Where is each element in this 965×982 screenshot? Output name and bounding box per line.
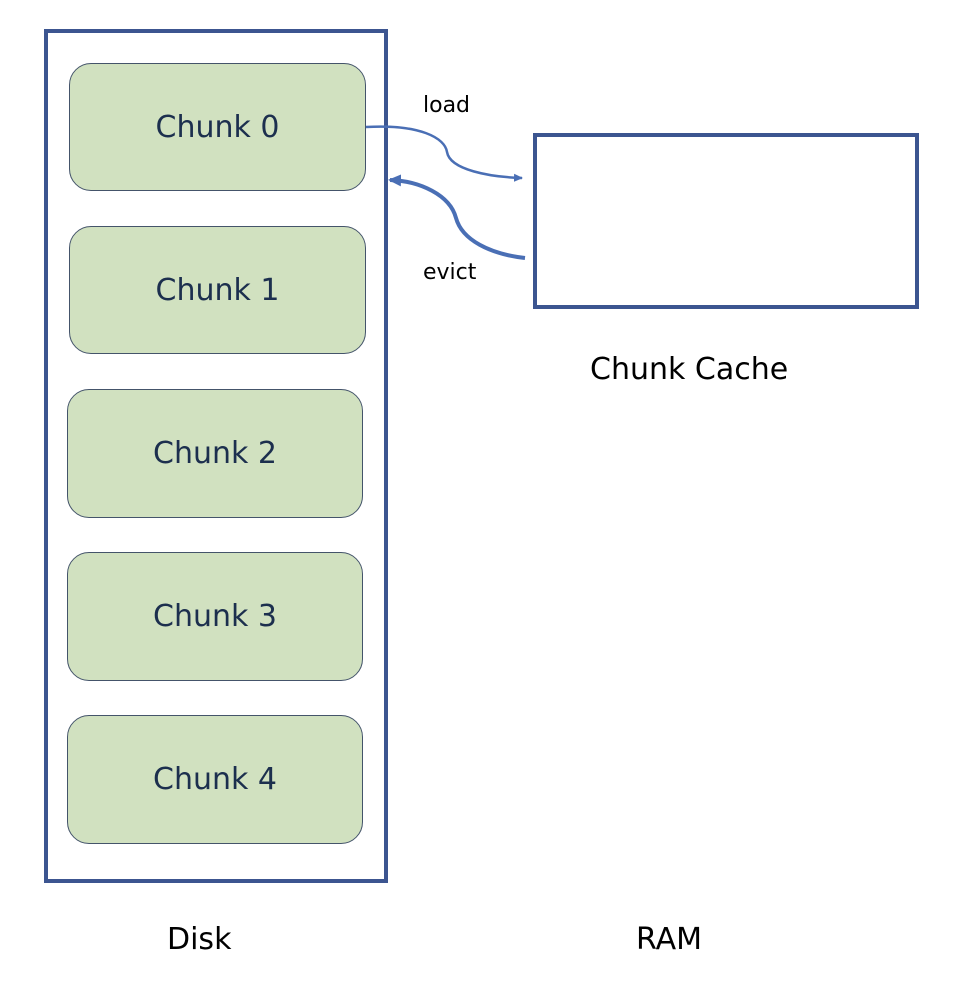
chunk-3-label: Chunk 3 (153, 599, 277, 634)
chunk-cache-box (533, 133, 919, 309)
chunk-0: Chunk 0 (69, 63, 366, 191)
chunk-1-label: Chunk 1 (155, 272, 280, 308)
chunk-1: Chunk 1 (69, 226, 366, 354)
chunk-2-label: Chunk 2 (153, 436, 277, 471)
disk-container (44, 29, 388, 883)
ram-label: RAM (636, 922, 703, 957)
load-label: load (423, 93, 471, 118)
chunk-cache-label: Chunk Cache (590, 352, 789, 387)
evict-label: evict (423, 260, 477, 285)
chunk-4-label: Chunk 4 (153, 762, 277, 797)
chunk-2: Chunk 2 (67, 389, 363, 518)
chunk-0-label: Chunk 0 (155, 109, 280, 145)
chunk-4: Chunk 4 (67, 715, 363, 844)
disk-label: Disk (167, 922, 232, 957)
load-arrow (365, 125, 523, 182)
chunk-3: Chunk 3 (67, 552, 363, 681)
evict-arrow (388, 174, 526, 260)
